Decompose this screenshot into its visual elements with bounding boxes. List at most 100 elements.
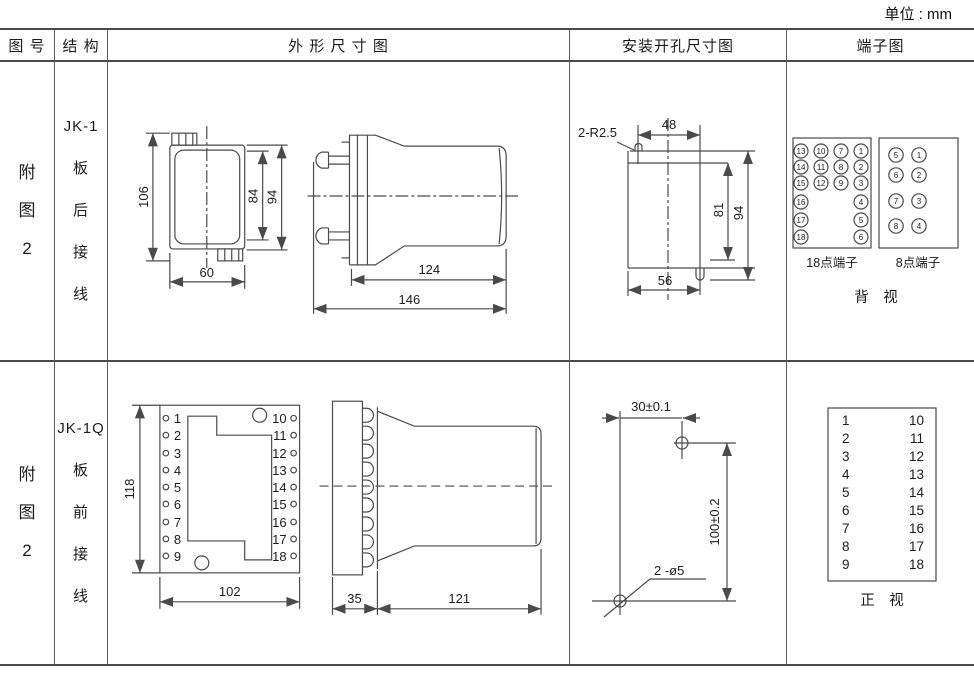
screw-terminal xyxy=(315,227,350,245)
dim-81: 81 xyxy=(711,203,726,217)
svg-text:3: 3 xyxy=(174,446,181,461)
svg-text:1: 1 xyxy=(842,413,850,428)
row2-figure-no-cell: 附 图 2 xyxy=(0,362,55,664)
svg-text:17: 17 xyxy=(908,539,923,554)
row2-view-label: 正 视 xyxy=(860,592,904,609)
dim-35: 35 xyxy=(347,591,361,606)
svg-text:11: 11 xyxy=(909,431,923,446)
svg-text:6: 6 xyxy=(842,503,850,518)
svg-text:6: 6 xyxy=(174,497,181,512)
svg-text:16: 16 xyxy=(908,521,923,536)
dim-94: 94 xyxy=(731,206,746,220)
dim-30: 30±0.1 xyxy=(631,399,671,414)
svg-text:5: 5 xyxy=(858,216,863,225)
svg-text:1: 1 xyxy=(916,151,921,160)
svg-text:7: 7 xyxy=(893,197,898,206)
svg-text:9: 9 xyxy=(842,557,850,572)
dim-118: 118 xyxy=(122,479,137,500)
svg-text:15: 15 xyxy=(272,497,286,512)
svg-text:17: 17 xyxy=(796,216,805,225)
svg-text:4: 4 xyxy=(916,222,921,231)
svg-text:5: 5 xyxy=(174,480,181,495)
svg-text:10: 10 xyxy=(816,147,825,156)
header-outline: 外 形 尺 寸 图 xyxy=(108,30,570,62)
structure-line: 线 xyxy=(72,588,89,605)
header-terminal: 端子图 xyxy=(787,30,974,62)
dim-106: 106 xyxy=(136,186,151,208)
slot-radius-label: 2-R2.5 xyxy=(578,125,617,140)
svg-text:10: 10 xyxy=(272,411,286,426)
svg-text:3: 3 xyxy=(916,197,921,206)
svg-text:17: 17 xyxy=(272,532,286,547)
dim-124: 124 xyxy=(418,262,440,277)
row1-terminal-cell: 13 14 15 16 17 18 10 11 12 7 8 9 1 2 3 4 xyxy=(787,62,974,362)
row2-structure-cell: JK-1Q 板 前 接 线 xyxy=(55,362,108,664)
dim-102: 102 xyxy=(219,584,241,599)
row2-side-view: 35 121 xyxy=(319,400,554,615)
structure-line: JK-1 xyxy=(63,118,99,135)
row1-view-label: 背 视 xyxy=(854,289,898,306)
row2-front-view: 1 2 3 4 5 6 7 8 9 10 11 12 13 14 15 16 1 xyxy=(122,404,301,609)
structure-line: 接 xyxy=(72,546,89,563)
screw-terminal xyxy=(315,151,350,169)
svg-text:13: 13 xyxy=(796,147,805,156)
row2-outline-drawing: 1 2 3 4 5 6 7 8 9 10 11 12 13 14 15 16 1 xyxy=(122,400,554,615)
spec-table: 图 号 结 构 外 形 尺 寸 图 安装开孔尺寸图 端子图 附 图 2 JK-1… xyxy=(0,28,974,666)
svg-text:15: 15 xyxy=(796,179,805,188)
svg-text:7: 7 xyxy=(842,521,850,536)
svg-text:2: 2 xyxy=(858,163,863,172)
svg-text:7: 7 xyxy=(838,147,843,156)
row1-structure-cell: JK-1 板 后 接 线 xyxy=(55,62,108,362)
figure-no-line: 2 xyxy=(22,239,32,258)
svg-text:16: 16 xyxy=(272,515,286,530)
svg-text:4: 4 xyxy=(858,198,863,207)
row1-cutout-view: 2-R2.5 48 81 94 56 xyxy=(578,117,755,300)
svg-text:18: 18 xyxy=(908,557,923,572)
row1-mounting-cell: 2-R2.5 48 81 94 56 xyxy=(570,62,787,362)
svg-text:8: 8 xyxy=(174,532,181,547)
row2-hole-view: 30±0.1 100±0.2 2 -ø5 xyxy=(592,399,736,618)
svg-text:8: 8 xyxy=(893,222,898,231)
dim-146: 146 xyxy=(399,292,421,307)
svg-text:2: 2 xyxy=(174,428,181,443)
svg-text:11: 11 xyxy=(816,163,825,172)
row2-terminal-drawing: 1 2 3 4 5 6 7 8 9 10 11 12 13 14 15 16 1 xyxy=(826,407,937,609)
svg-text:13: 13 xyxy=(908,467,923,482)
dim-48: 48 xyxy=(662,117,676,132)
header-mounting: 安装开孔尺寸图 xyxy=(570,30,787,62)
svg-text:13: 13 xyxy=(272,463,286,478)
row1-outline-cell: 106 60 84 94 xyxy=(108,62,570,362)
svg-text:8: 8 xyxy=(842,539,850,554)
block18-label: 18点端子 xyxy=(806,256,857,270)
svg-text:3: 3 xyxy=(842,449,850,464)
figure-no-line: 图 xyxy=(18,503,36,522)
terminal-panel-18: 1 2 3 4 5 6 7 8 9 10 11 12 13 14 15 16 1 xyxy=(826,407,937,582)
svg-text:14: 14 xyxy=(908,485,924,500)
svg-text:9: 9 xyxy=(174,549,181,564)
svg-text:14: 14 xyxy=(272,480,286,495)
row1-terminal-drawing: 13 14 15 16 17 18 10 11 12 7 8 9 1 2 3 4 xyxy=(791,137,959,306)
svg-text:9: 9 xyxy=(838,179,843,188)
dim-56: 56 xyxy=(658,273,672,288)
svg-text:7: 7 xyxy=(174,515,181,530)
structure-line: 接 xyxy=(72,244,89,261)
svg-text:10: 10 xyxy=(908,413,923,428)
row1-mounting-drawing: 2-R2.5 48 81 94 56 xyxy=(578,117,755,300)
dim-121: 121 xyxy=(448,591,470,606)
svg-text:1: 1 xyxy=(858,147,863,156)
block8-label: 8点端子 xyxy=(895,256,939,270)
figure-no-line: 附 xyxy=(18,465,36,484)
structure-line: 线 xyxy=(72,286,89,303)
svg-text:16: 16 xyxy=(796,198,805,207)
svg-text:4: 4 xyxy=(174,463,181,478)
svg-text:6: 6 xyxy=(893,171,898,180)
figure-no-line: 附 xyxy=(18,163,36,182)
svg-text:18: 18 xyxy=(796,233,805,242)
svg-text:2: 2 xyxy=(916,171,921,180)
svg-text:12: 12 xyxy=(816,179,825,188)
dim-94: 94 xyxy=(265,190,280,204)
svg-text:11: 11 xyxy=(273,428,286,443)
row2-mounting-drawing: 30±0.1 100±0.2 2 -ø5 xyxy=(592,399,736,618)
header-figure-no: 图 号 xyxy=(0,30,55,62)
